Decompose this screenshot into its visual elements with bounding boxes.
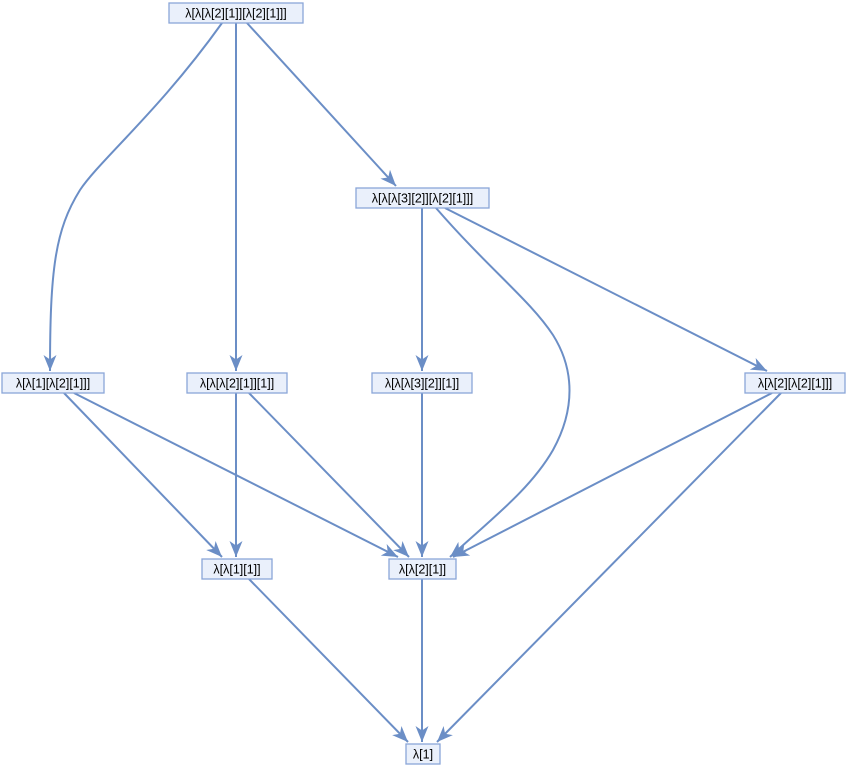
edge-n7-n9 bbox=[248, 578, 409, 743]
arrowhead bbox=[749, 357, 767, 371]
node-label: λ[λ[λ[3][2]][λ[2][1]]] bbox=[372, 192, 473, 206]
node-n2: λ[λ[λ[3][2]][λ[2][1]]] bbox=[355, 187, 490, 209]
node-box bbox=[371, 372, 473, 394]
edge-line bbox=[246, 22, 397, 187]
arrowhead bbox=[415, 355, 429, 371]
arrowhead bbox=[415, 541, 429, 557]
node-label: λ[λ[λ[3][2]][1]] bbox=[385, 377, 459, 391]
node-box bbox=[744, 372, 846, 394]
node-n3: λ[λ[1][λ[2][1]]] bbox=[1, 372, 105, 394]
node-n4: λ[λ[λ[2][1]][1]] bbox=[186, 372, 288, 394]
node-box bbox=[186, 372, 288, 394]
arrowhead bbox=[380, 169, 396, 186]
node-box bbox=[1, 372, 105, 394]
node-label: λ[λ[λ[2][1]][1]] bbox=[200, 377, 274, 391]
edge-n2-n5 bbox=[415, 208, 429, 371]
node-n6: λ[λ[2][λ[2][1]]] bbox=[744, 372, 846, 394]
edge-line bbox=[49, 22, 223, 372]
edge-line bbox=[63, 392, 223, 558]
node-box bbox=[405, 743, 441, 765]
node-n1: λ[λ[λ[2][1]][λ[2][1]]] bbox=[168, 2, 304, 24]
node-box bbox=[355, 187, 490, 209]
node-label: λ[λ[1][1]] bbox=[213, 563, 260, 577]
arrowhead bbox=[415, 726, 429, 742]
node-n7: λ[λ[1][1]] bbox=[201, 558, 273, 580]
arrowhead bbox=[392, 726, 408, 742]
arrowhead bbox=[206, 540, 222, 557]
node-n8: λ[λ[2][1]] bbox=[388, 558, 457, 580]
edge-n3-n7 bbox=[63, 392, 223, 558]
node-label: λ[λ[2][λ[2][1]]] bbox=[758, 377, 832, 391]
node-box bbox=[201, 558, 273, 580]
edge-n4-n8 bbox=[248, 392, 410, 558]
edge-n1-n2 bbox=[246, 22, 397, 187]
edge-n2-n6 bbox=[444, 207, 768, 372]
edge-line bbox=[248, 392, 410, 558]
edge-n6-n9 bbox=[436, 392, 782, 743]
node-box bbox=[168, 2, 304, 24]
node-label: λ[1] bbox=[413, 748, 433, 762]
node-n5: λ[λ[λ[3][2]][1]] bbox=[371, 372, 473, 394]
edge-line bbox=[444, 207, 768, 372]
edge-n8-n9 bbox=[415, 579, 429, 742]
node-label: λ[λ[1][λ[2][1]]] bbox=[16, 377, 90, 391]
node-box bbox=[388, 558, 457, 580]
arrowhead bbox=[43, 355, 57, 371]
edge-n6-n8 bbox=[452, 392, 773, 558]
arrowhead bbox=[380, 543, 398, 557]
node-n9: λ[1] bbox=[405, 743, 441, 765]
node-label: λ[λ[λ[2][1]][λ[2][1]]] bbox=[185, 7, 286, 21]
edge-n4-n7 bbox=[229, 393, 243, 557]
arrowhead bbox=[229, 355, 243, 371]
arrowhead bbox=[437, 726, 453, 742]
edge-line bbox=[436, 392, 782, 743]
arrowhead bbox=[453, 543, 471, 557]
edge-n1-n4 bbox=[229, 23, 243, 371]
arrowhead bbox=[393, 541, 409, 557]
arrowhead bbox=[229, 541, 243, 557]
edge-line bbox=[435, 207, 571, 558]
edges-layer bbox=[43, 22, 782, 743]
edge-n1-n3 bbox=[43, 22, 223, 372]
edge-line bbox=[248, 578, 409, 743]
node-label: λ[λ[2][1]] bbox=[399, 563, 446, 577]
edge-line bbox=[452, 392, 773, 558]
edge-n5-n8 bbox=[415, 393, 429, 557]
